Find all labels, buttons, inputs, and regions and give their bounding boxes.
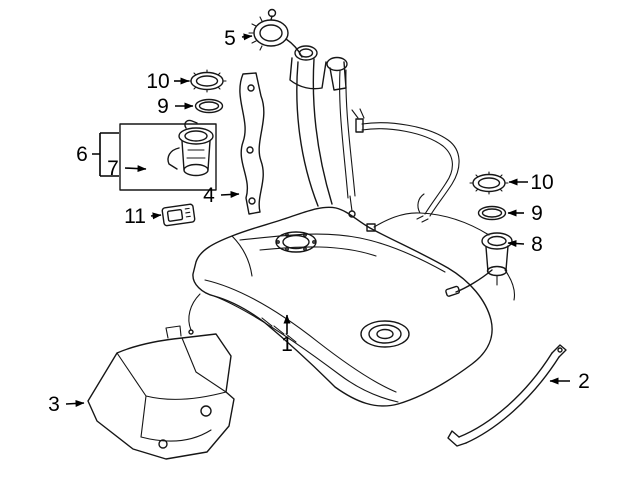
filler-neck-art — [289, 45, 356, 207]
callout-7-arrow — [124, 165, 147, 173]
callout-7-label: 7 — [107, 157, 119, 180]
callout-10-right-label: 10 — [530, 171, 553, 194]
callout-1-label: 1 — [281, 333, 293, 356]
pump-group-box-art — [119, 123, 217, 191]
callout-10-left: 10 — [146, 70, 190, 93]
callout-5-label: 5 — [224, 27, 236, 50]
lock-ring-left-art — [187, 69, 227, 93]
callout-3-arrow — [65, 399, 85, 407]
callout-6-bracket — [92, 132, 119, 177]
callout-9-right-label: 9 — [531, 202, 543, 225]
callout-9-right: 9 — [507, 202, 543, 225]
callout-6-label: 6 — [76, 143, 88, 166]
callout-5-arrow — [241, 33, 253, 41]
callout-1: 1 — [281, 314, 293, 356]
fuel-lines-art — [351, 108, 490, 236]
callout-9-left: 9 — [157, 95, 194, 118]
callout-2-label: 2 — [578, 370, 590, 393]
callout-3-label: 3 — [48, 393, 60, 416]
heat-shield-art — [87, 325, 235, 460]
tank-strap-art — [447, 344, 567, 447]
control-module-art — [161, 203, 196, 227]
callout-4: 4 — [203, 184, 240, 207]
callout-2: 2 — [549, 370, 590, 393]
callout-10-left-label: 10 — [146, 70, 169, 93]
callout-8-label: 8 — [531, 233, 543, 256]
callout-5: 5 — [224, 27, 253, 50]
callout-7: 7 — [107, 157, 147, 180]
callout-9-left-label: 9 — [157, 95, 169, 118]
callout-8: 8 — [507, 233, 543, 256]
callout-11: 11 — [124, 205, 162, 228]
seal-left-art — [194, 98, 224, 114]
callout-10-right: 10 — [508, 171, 554, 194]
seal-right-art — [477, 205, 507, 221]
callout-4-label: 4 — [203, 184, 215, 207]
fuel-tank-art — [188, 195, 493, 407]
fuel-cap-art — [248, 8, 303, 58]
fuel-sender-art — [445, 232, 516, 301]
filler-pipe-bracket-art — [239, 72, 265, 215]
callout-8-arrow — [507, 240, 525, 248]
callout-4-arrow — [220, 190, 240, 198]
fuel-pump-module-art — [167, 119, 214, 177]
callout-11-label: 11 — [124, 205, 146, 228]
callout-3: 3 — [48, 393, 85, 416]
lock-ring-right-art — [469, 171, 509, 195]
callout-6: 6 — [76, 132, 119, 177]
callout-11-arrow — [150, 212, 162, 220]
